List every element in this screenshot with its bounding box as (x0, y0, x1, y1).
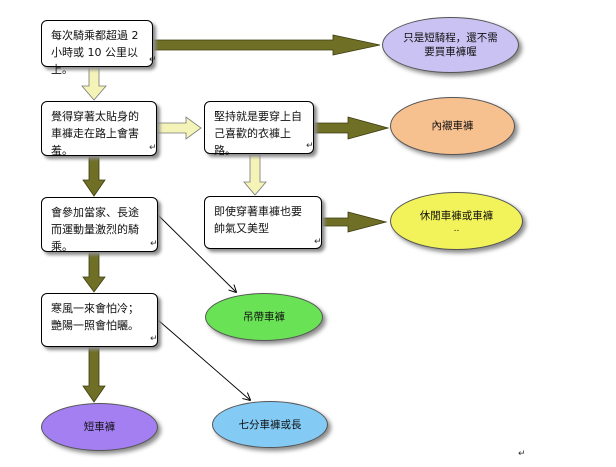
thick-arrow-down (82, 346, 106, 403)
question-box: 覺得穿著太貼身的車褲走在路上會害羞。 (41, 101, 157, 157)
question-box: 堅持就是要穿上自己喜歡的衣褲上路。 (204, 101, 314, 157)
thick-arrow-right (151, 34, 381, 56)
question-box: 即使穿著車褲也要帥氣又美型 (204, 196, 322, 249)
result-text: 七分車褲或長 (238, 418, 302, 431)
thick-arrow-down (82, 154, 106, 197)
question-box: 會參加當家、長途而運動量激烈的騎乘。 (41, 197, 158, 253)
question-text: 覺得穿著太貼身的車褲走在路上會害羞。 (51, 110, 139, 157)
paragraph-mark: ↵ (150, 334, 158, 344)
result-oval: 只是短騎程，還不需要買車褲喔 (382, 17, 519, 73)
question-text: 寒風一來會怕冷；艷陽一照會怕曬。 (51, 302, 139, 332)
result-oval: 七分車褲或長 (212, 401, 328, 448)
thin-arrow (157, 319, 250, 400)
result-text: 吊帶車褲 (243, 311, 285, 323)
paragraph-mark: ↵ (149, 143, 157, 153)
hollow-arrow-down (81, 66, 107, 101)
thick-arrow-right (313, 116, 390, 140)
result-subtext: .. (453, 223, 460, 234)
result-text: 休閒車褲或車褲 (419, 209, 494, 222)
result-text: 只是短騎程，還不需要買車褲喔 (403, 32, 498, 58)
result-text: 內襯車褲 (431, 120, 474, 132)
question-text: 即使穿著車褲也要帥氣又美型 (214, 205, 302, 235)
result-oval: 內襯車褲 (390, 97, 515, 155)
hollow-arrow-right (156, 116, 202, 140)
paragraph-mark: ↵ (149, 55, 157, 65)
thin-arrow (157, 214, 236, 292)
question-box: 每次騎乘都超過 2 小時或 10 公里以上。 (41, 20, 153, 76)
question-box: 寒風一來會怕冷；艷陽一照會怕曬。 (41, 293, 158, 347)
question-text: 每次騎乘都超過 2 小時或 10 公里以上。 (51, 29, 139, 76)
hollow-arrow-down (243, 154, 267, 196)
result-oval: 短車褲 (41, 403, 158, 451)
result-oval: 休閒車褲或車褲 .. (390, 192, 523, 250)
result-oval: 吊帶車褲 (205, 293, 323, 341)
thick-arrow-right (321, 211, 388, 233)
thick-arrow-down (82, 251, 106, 293)
question-text: 堅持就是要穿上自己喜歡的衣褲上路。 (214, 110, 302, 157)
question-text: 會參加當家、長途而運動量激烈的騎乘。 (51, 206, 139, 253)
result-text: 短車褲 (83, 421, 116, 433)
paragraph-mark: ↵ (518, 449, 526, 459)
paragraph-mark: ↵ (150, 239, 158, 249)
paragraph-mark: ↵ (306, 141, 314, 151)
paragraph-mark: ↵ (314, 237, 322, 247)
